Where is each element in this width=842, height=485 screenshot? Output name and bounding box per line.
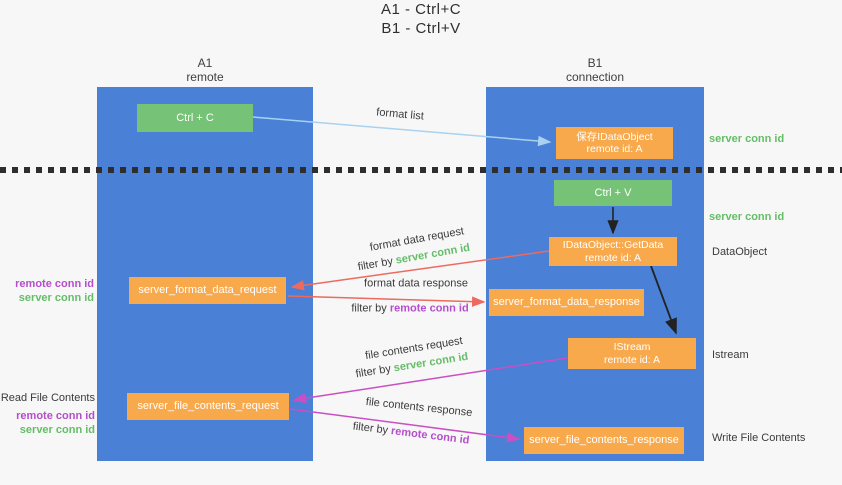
lane-b1-header: B1 connection [486, 56, 704, 84]
label-format-list: format list [375, 106, 425, 123]
box-server-format-data-request-label: server_format_data_request [138, 284, 277, 296]
box-save-idataobject: 保存IDataObject remote id: A [556, 127, 673, 159]
label-server-conn-id-right-2: server conn id [709, 211, 785, 223]
label-remote-conn-id: remote conn id [15, 278, 94, 290]
title-line-2: B1 - Ctrl+V [381, 20, 461, 37]
label-dataobject: DataObject [712, 246, 768, 258]
box-server-format-data-response: server_format_data_response [489, 289, 644, 316]
lane-b1-name: B1 [587, 56, 603, 70]
box-idataobject-getdata-line1: IDataObject::GetData [562, 239, 664, 251]
label-server-conn-id: server conn id [18, 292, 94, 304]
box-istream: IStream remote id: A [568, 338, 696, 369]
label-write-file-contents: Write File Contents [712, 432, 806, 444]
label-file-contents-response: file contents response [365, 395, 473, 420]
label-server-conn-id-right-1: server conn id [709, 133, 785, 145]
box-idataobject-getdata: IDataObject::GetData remote id: A [549, 237, 677, 266]
lane-a1-header: A1 remote [97, 56, 313, 84]
label-format-data-response: format data response [364, 277, 468, 290]
filter-by-prefix: filter by [356, 254, 397, 274]
box-server-file-contents-request-label: server_file_contents_request [137, 400, 279, 412]
dotted-divider [0, 167, 842, 173]
box-server-file-contents-response: server_file_contents_response [524, 427, 684, 454]
filter-by-prefix: filter by [352, 420, 392, 438]
lane-a1-name: A1 [197, 56, 213, 70]
lane-b1-role: connection [565, 70, 625, 84]
box-ctrl-c-label: Ctrl + C [176, 111, 214, 124]
box-save-idataobject-line2: remote id: A [586, 143, 643, 155]
box-ctrl-v-label: Ctrl + V [594, 186, 632, 199]
box-server-file-contents-request: server_file_contents_request [127, 393, 289, 420]
label-server-conn-id: server conn id [19, 424, 95, 436]
filter-by-prefix: filter by [351, 302, 390, 315]
arrow-format-data-response [287, 295, 486, 307]
filter-by-value: remote conn id [389, 302, 469, 315]
filter-by-value: remote conn id [390, 425, 471, 447]
title-line-1: A1 - Ctrl+C [380, 1, 462, 18]
box-istream-line1: IStream [613, 340, 651, 353]
filter-by-prefix: filter by [354, 362, 395, 381]
box-ctrl-c: Ctrl + C [137, 104, 253, 132]
label-remote-conn-id: remote conn id [16, 410, 95, 422]
box-server-file-contents-response-label: server_file_contents_response [529, 434, 679, 446]
diagram-title: A1 - Ctrl+C B1 - Ctrl+V [0, 0, 842, 38]
box-idataobject-getdata-line2: remote id: A [584, 251, 642, 264]
left-conn-id-labels-format: remote conn id server conn id [0, 277, 94, 305]
lane-a1-role: remote [186, 70, 224, 84]
box-server-format-data-request: server_format_data_request [129, 277, 286, 304]
label-istream: Istream [712, 349, 749, 361]
label-read-file-contents: Read File Contents [0, 392, 95, 404]
label-filter-by-remote-conn-id-2: filter by remote conn id [352, 420, 470, 447]
box-save-idataobject-line1: 保存IDataObject [576, 131, 653, 143]
left-conn-id-labels-file: Read File Contents remote conn id server… [0, 391, 95, 437]
box-istream-line2: remote id: A [603, 353, 661, 366]
label-filter-by-remote-conn-id-1: filter by remote conn id [351, 303, 468, 316]
box-ctrl-v: Ctrl + V [554, 180, 672, 206]
box-server-format-data-response-label: server_format_data_response [493, 296, 640, 308]
